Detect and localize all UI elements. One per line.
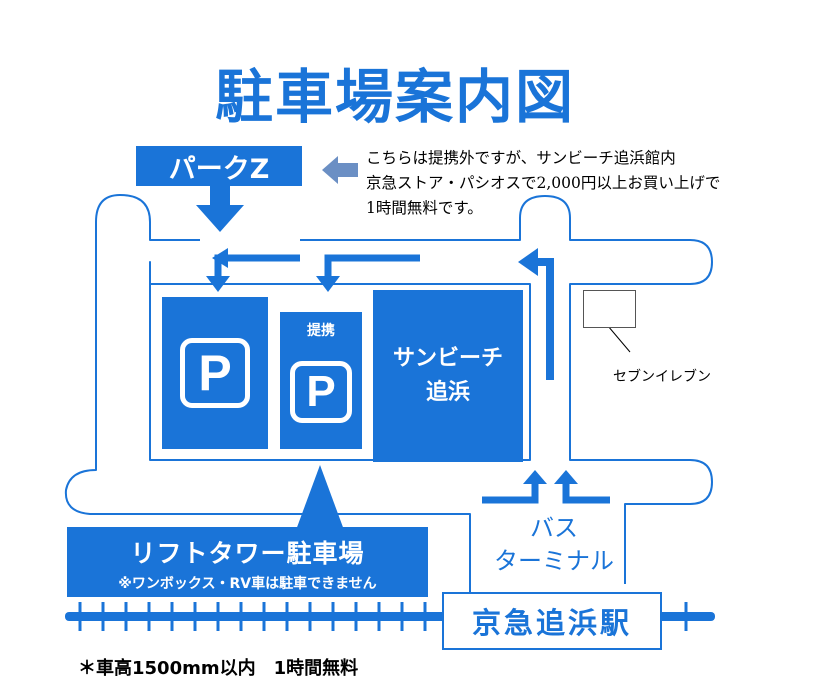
arrow-up-right [532, 258, 554, 380]
arrow-bus-2 [562, 480, 610, 504]
seven-eleven-leader [607, 325, 631, 353]
partner-label: 提携 [307, 323, 335, 339]
parking-lot-1: P [162, 297, 268, 449]
parking-lot-partner: 提携 P [280, 312, 362, 449]
road-outline-outer [64, 194, 713, 592]
rail-ties [78, 602, 688, 631]
arrow-down-from-parkz [196, 186, 244, 232]
note-line-3: 1時間無料です。 [366, 199, 483, 217]
page-title: 駐車場案内図 [214, 63, 575, 131]
partner-note: こちらは提携外ですが、サンビーチ追浜館内 京急ストア・パシオスで2,000円以上… [366, 146, 816, 221]
height-limit-note: ＊車高1500mm以内 1時間無料 [78, 658, 359, 679]
note-line-2: 京急ストア・パシオスで2,000円以上お買い上げで [366, 174, 721, 192]
lift-tower-pointer [296, 465, 344, 530]
arrow-entry-left-2 [324, 254, 420, 286]
park-z-label: パークZ [136, 146, 302, 186]
note-line-1: こちらは提携外ですが、サンビーチ追浜館内 [366, 149, 676, 167]
arrow-entry-left-1 [214, 254, 300, 286]
bus-terminal-line-1: バス [530, 514, 578, 542]
sunbeach-line-1: サンビーチ [392, 346, 503, 371]
parking-icon: P [290, 360, 352, 423]
station-label: 京急追浜駅 [442, 592, 662, 650]
sunbeach-line-2: 追浜 [425, 380, 470, 405]
seven-eleven-marker [583, 290, 636, 328]
bus-terminal: バス ターミナル [483, 512, 625, 584]
lift-tower-name: リフトタワー駐車場 [130, 539, 365, 568]
lift-tower-parking: リフトタワー駐車場 ※ワンボックス・RV車は駐車できません [67, 527, 428, 597]
bus-terminal-line-2: ターミナル [494, 547, 614, 575]
sunbeach-building: サンビーチ 追浜 [373, 290, 523, 462]
lift-tower-note: ※ワンボックス・RV車は駐車できません [118, 576, 377, 592]
seven-eleven-label: セブンイレブン [613, 369, 711, 385]
arrow-bus-1 [482, 480, 539, 504]
parking-icon: P [180, 338, 250, 408]
arrow-gray-left [322, 156, 358, 184]
